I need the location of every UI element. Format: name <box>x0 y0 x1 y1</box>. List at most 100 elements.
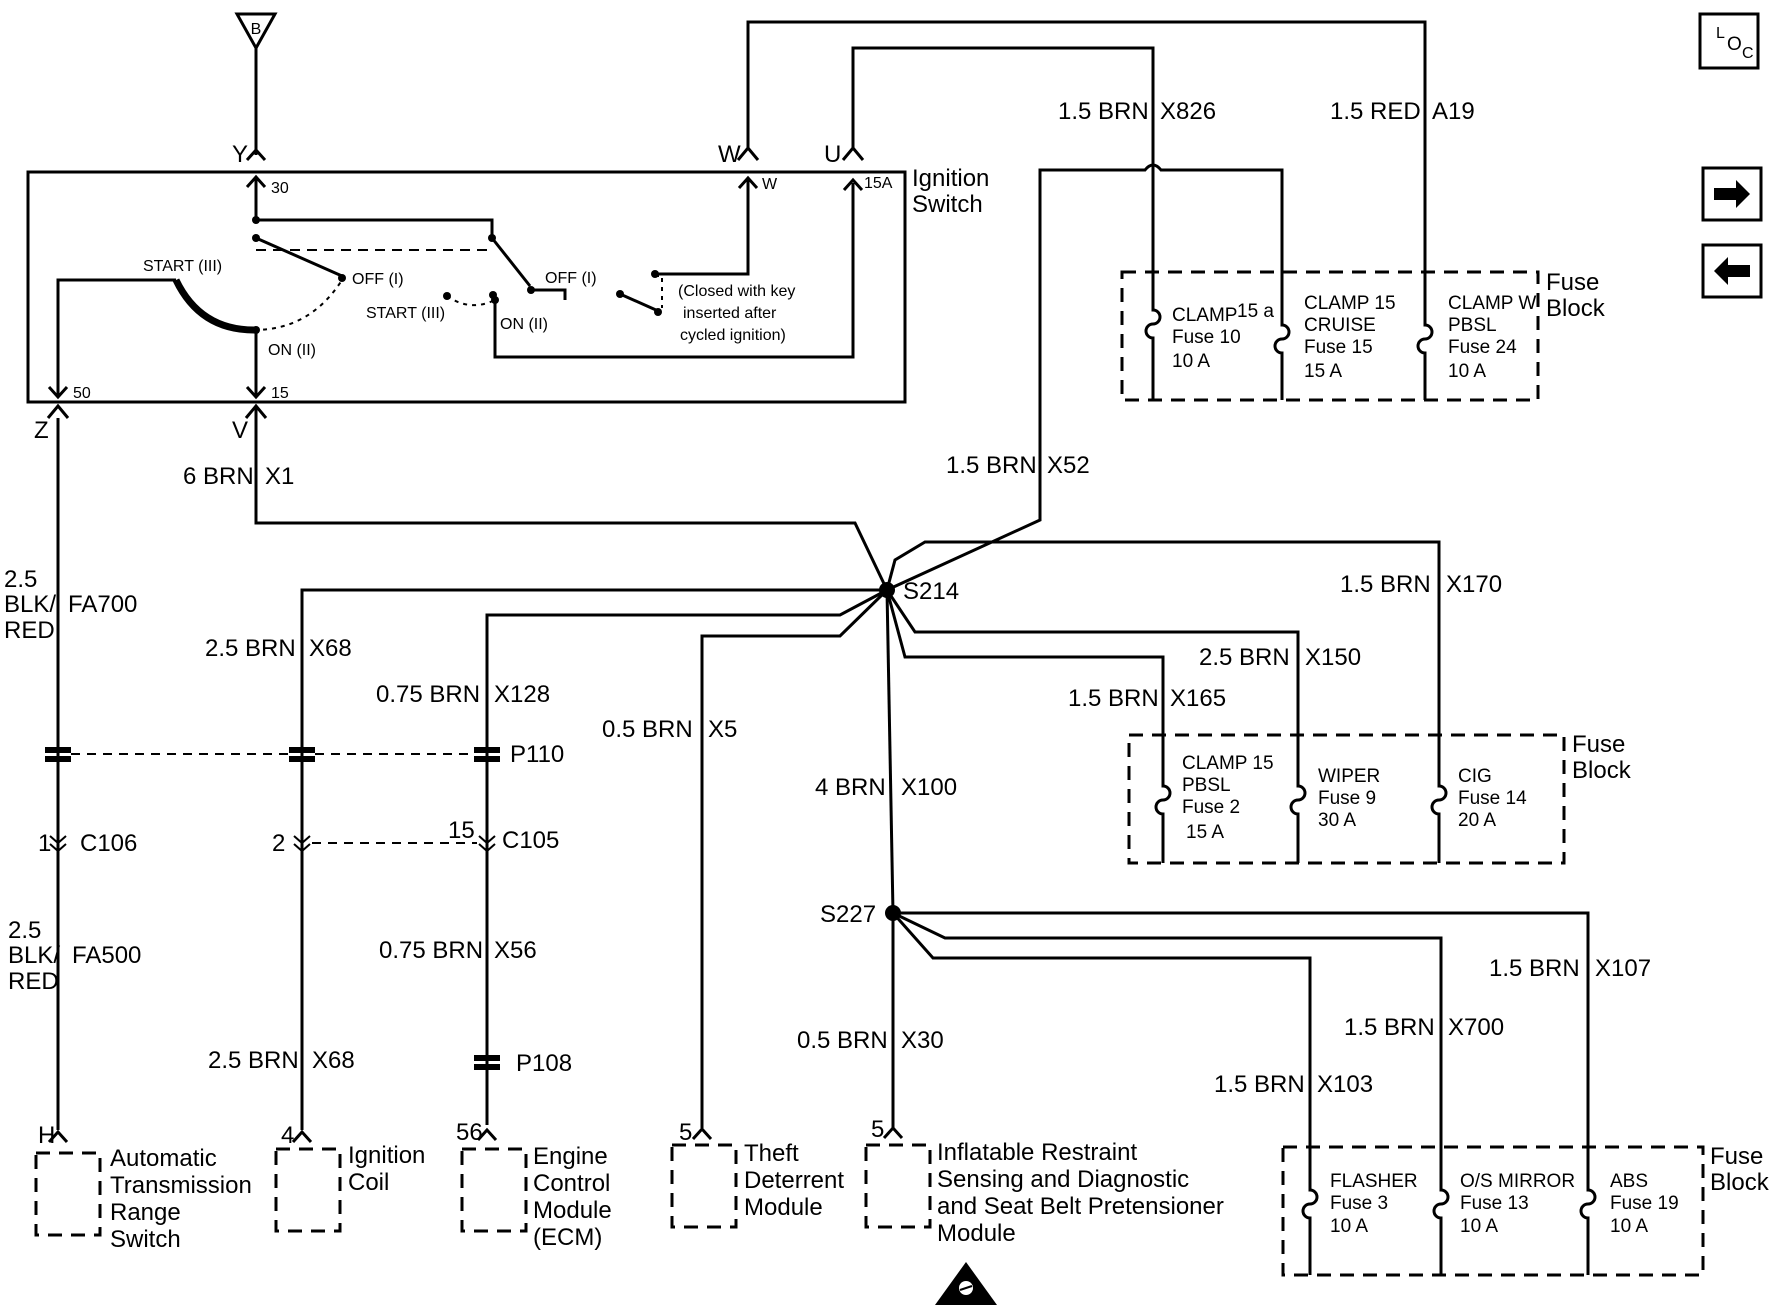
prev-arrow-icon[interactable] <box>1701 243 1763 299</box>
fuse-24-number: Fuse 24 <box>1448 337 1517 358</box>
atrs-label-2: Transmission <box>110 1172 252 1199</box>
fuse-2-name: CLAMP 15 <box>1182 753 1274 774</box>
wire-x68-gauge: 2.5 BRN <box>205 635 296 662</box>
component-airbag-module: 5 Inflatable Restraint Sensing and Diagn… <box>864 1116 1224 1247</box>
fuse-24-rating: 10 A <box>1448 361 1486 382</box>
wire-x107-circuit: X107 <box>1595 955 1651 982</box>
connector-c105-pin-left: 2 <box>272 830 285 857</box>
coil-pin: 4 <box>281 1122 294 1149</box>
fuse-2-circuit: PBSL <box>1182 775 1231 796</box>
terminal-15a-label: 15A <box>864 175 893 192</box>
airbag-warning-icon <box>935 1262 997 1305</box>
wire-x100-gauge: 4 BRN <box>815 774 886 801</box>
airbag-label-3: and Seat Belt Pretensioner <box>937 1193 1224 1220</box>
wire-x52 <box>886 163 1284 592</box>
fuse-block-3-title-2: Block <box>1710 1169 1770 1196</box>
wire-x107-gauge: 1.5 BRN <box>1489 955 1580 982</box>
wire-fa500-gauge-3: RED <box>8 968 59 995</box>
ecm-label-1: Engine <box>533 1143 608 1170</box>
connector-c106: 1 C106 <box>38 830 137 857</box>
wire-x56-gauge: 0.75 BRN <box>379 937 483 964</box>
wire-x103-circuit: X103 <box>1317 1071 1373 1098</box>
atrs-label-1: Automatic <box>110 1145 217 1172</box>
wire-x68 <box>300 588 887 1130</box>
fuse-15-number: Fuse 15 <box>1304 337 1373 358</box>
fuse-24-name: CLAMP W <box>1448 293 1536 314</box>
fuse-9-number: Fuse 9 <box>1318 788 1376 809</box>
on-left-label: ON (II) <box>268 342 316 359</box>
wire-x5-gauge: 0.5 BRN <box>602 716 693 743</box>
fuse-block-3-title-1: Fuse <box>1710 1143 1763 1170</box>
ecm-label-4: (ECM) <box>533 1224 602 1251</box>
wire-x170 <box>885 540 1441 740</box>
fuse-24-circuit: PBSL <box>1448 315 1497 336</box>
wire-a19 <box>746 20 1427 272</box>
fuse-9-name: WIPER <box>1318 766 1380 787</box>
terminal-50-label: 50 <box>73 385 91 402</box>
fuse-block-1: Fuse Block CLAMP Fuse 10 10 A 15 a CLAMP… <box>1120 269 1606 402</box>
wire-fa700-gauge-2: BLK/ <box>4 591 56 618</box>
wire-fa500-gauge-1: 2.5 <box>8 917 41 944</box>
wire-x150 <box>885 589 1300 760</box>
fuse-10-name: CLAMP <box>1172 305 1237 326</box>
fuse-10-number: Fuse 10 <box>1172 327 1241 348</box>
terminal-z-label: Z <box>34 417 49 444</box>
loc-icon-letter-l: L <box>1716 25 1725 42</box>
airbag-label-1: Inflatable Restraint <box>937 1139 1137 1166</box>
battery-feed-label: B <box>251 21 262 38</box>
fuse-15-name: CLAMP 15 <box>1304 293 1396 314</box>
fuse-13-name: O/S MIRROR <box>1460 1171 1575 1192</box>
coil-label-2: Coil <box>348 1169 389 1196</box>
fuse-13-number: Fuse 13 <box>1460 1193 1529 1214</box>
wire-x30-gauge: 0.5 BRN <box>797 1027 888 1054</box>
start-left-label: START (III) <box>143 258 222 275</box>
airbag-label-2: Sensing and Diagnostic <box>937 1166 1189 1193</box>
start-right-label: START (III) <box>366 305 445 322</box>
fuse-2-number: Fuse 2 <box>1182 797 1240 818</box>
coil-label-1: Ignition <box>348 1142 425 1169</box>
terminal-w-inner-label: W <box>762 176 778 193</box>
wire-x170-gauge: 1.5 BRN <box>1340 571 1431 598</box>
off-1a-label: OFF (I) <box>352 271 404 288</box>
wire-x1-circuit: X1 <box>265 463 294 490</box>
wire-x100-circuit: X100 <box>901 774 957 801</box>
connector-c105-pin-right: 15 <box>448 817 475 844</box>
fuse-block-1-title-1: Fuse <box>1546 269 1599 296</box>
wire-x5 <box>700 588 889 1128</box>
connector-p108-label: P108 <box>516 1050 572 1077</box>
splice-s227-label: S227 <box>820 901 876 928</box>
component-ignition-coil: 4 Ignition Coil <box>274 1122 425 1233</box>
wire-x700-gauge: 1.5 BRN <box>1344 1014 1435 1041</box>
wire-fa700-circuit: FA700 <box>68 591 137 618</box>
wire-x52-circuit: X52 <box>1047 452 1090 479</box>
fuse-15-circuit: CRUISE <box>1304 315 1376 336</box>
next-arrow-icon[interactable] <box>1701 166 1763 222</box>
terminal-u-label: U <box>824 141 841 168</box>
fuse-2-rating: 15 A <box>1186 822 1224 843</box>
wire-x52-gauge: 1.5 BRN <box>946 452 1037 479</box>
wire-x107 <box>893 911 1590 1147</box>
fuse-block-1-title-2: Block <box>1546 295 1606 322</box>
wire-x170-circuit: X170 <box>1446 571 1502 598</box>
wire-fa700-gauge-1: 2.5 <box>4 566 37 593</box>
connector-c106-label: C106 <box>80 830 137 857</box>
theft-label-3: Module <box>744 1194 823 1221</box>
loc-icon-letter-c: C <box>1742 45 1754 62</box>
ignition-switch-title-1: Ignition <box>912 165 989 192</box>
connector-p108: P108 <box>474 1050 572 1077</box>
wire-x165-gauge: 1.5 BRN <box>1068 685 1159 712</box>
atrs-label-3: Range <box>110 1199 181 1226</box>
wire-a19-gauge: 1.5 RED <box>1330 98 1421 125</box>
connector-p110: P110 <box>45 741 564 768</box>
fuse-19-name: ABS <box>1610 1171 1648 1192</box>
wire-x56-circuit: X56 <box>494 937 537 964</box>
battery-feed-symbol: B <box>234 12 278 162</box>
fuse-3-name: FLASHER <box>1330 1171 1418 1192</box>
wire-a19-circuit: A19 <box>1432 98 1475 125</box>
wire-x103 <box>891 912 1312 1147</box>
wire-x100 <box>885 589 895 914</box>
ecm-pin: 56 <box>456 1119 483 1146</box>
connector-c105: 2 15 C105 <box>272 817 559 857</box>
location-icon[interactable]: L O C <box>1698 12 1760 70</box>
